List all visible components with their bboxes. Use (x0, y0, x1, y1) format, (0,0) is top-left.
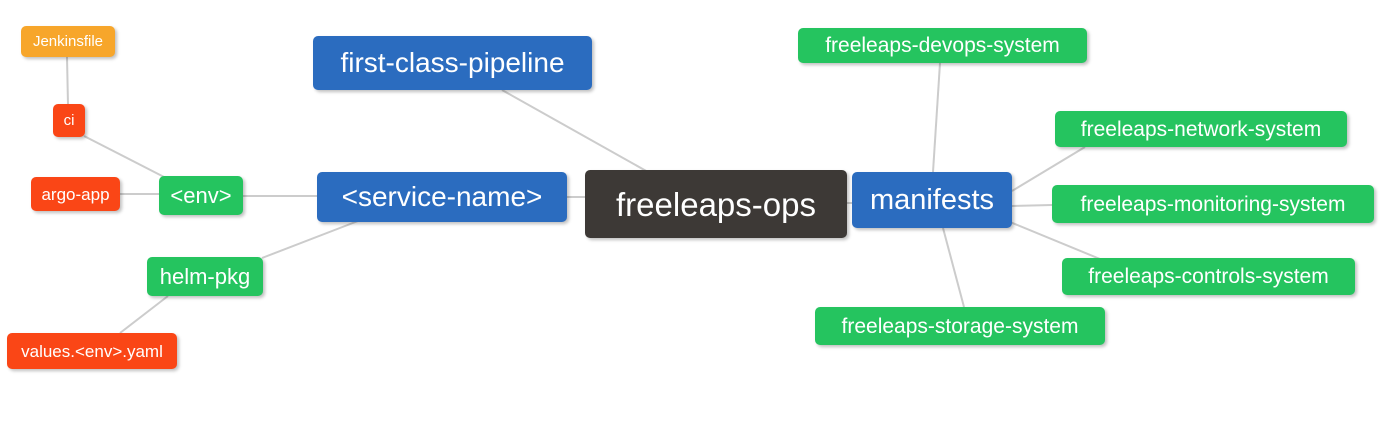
node-freeleaps-ops-root[interactable]: freeleaps-ops (585, 170, 847, 238)
edge-manifests-storage-system (942, 227, 965, 308)
node-manifests[interactable]: manifests (852, 172, 1012, 228)
node-argo-app[interactable]: argo-app (31, 177, 120, 211)
edge-manifests-controls-system (1009, 221, 1101, 260)
node-jenkinsfile[interactable]: Jenkinsfile (21, 26, 115, 57)
node-ci[interactable]: ci (53, 104, 85, 137)
edge-manifests-monitoring-system (1011, 204, 1053, 207)
edge-values-helm-pkg (119, 295, 169, 334)
node-helm-pkg[interactable]: helm-pkg (147, 257, 263, 296)
node-service-name[interactable]: <service-name> (317, 172, 567, 222)
node-env[interactable]: <env> (159, 176, 243, 215)
edge-manifests-devops-system (932, 62, 941, 173)
edge-helm-pkg-service-name (261, 220, 359, 259)
edge-manifests-network-system (1011, 146, 1086, 192)
node-values-env-yaml[interactable]: values.<env>.yaml (7, 333, 177, 369)
node-freeleaps-storage-system[interactable]: freeleaps-storage-system (815, 307, 1105, 345)
edge-jenkinsfile-ci (66, 56, 69, 106)
node-freeleaps-monitoring-system[interactable]: freeleaps-monitoring-system (1052, 185, 1374, 223)
node-freeleaps-devops-system[interactable]: freeleaps-devops-system (798, 28, 1087, 63)
edge-pipeline-freeleaps-ops (501, 89, 649, 173)
node-freeleaps-network-system[interactable]: freeleaps-network-system (1055, 111, 1347, 147)
node-first-class-pipeline[interactable]: first-class-pipeline (313, 36, 592, 90)
node-freeleaps-controls-system[interactable]: freeleaps-controls-system (1062, 258, 1355, 295)
edge-ci-env (83, 135, 167, 179)
